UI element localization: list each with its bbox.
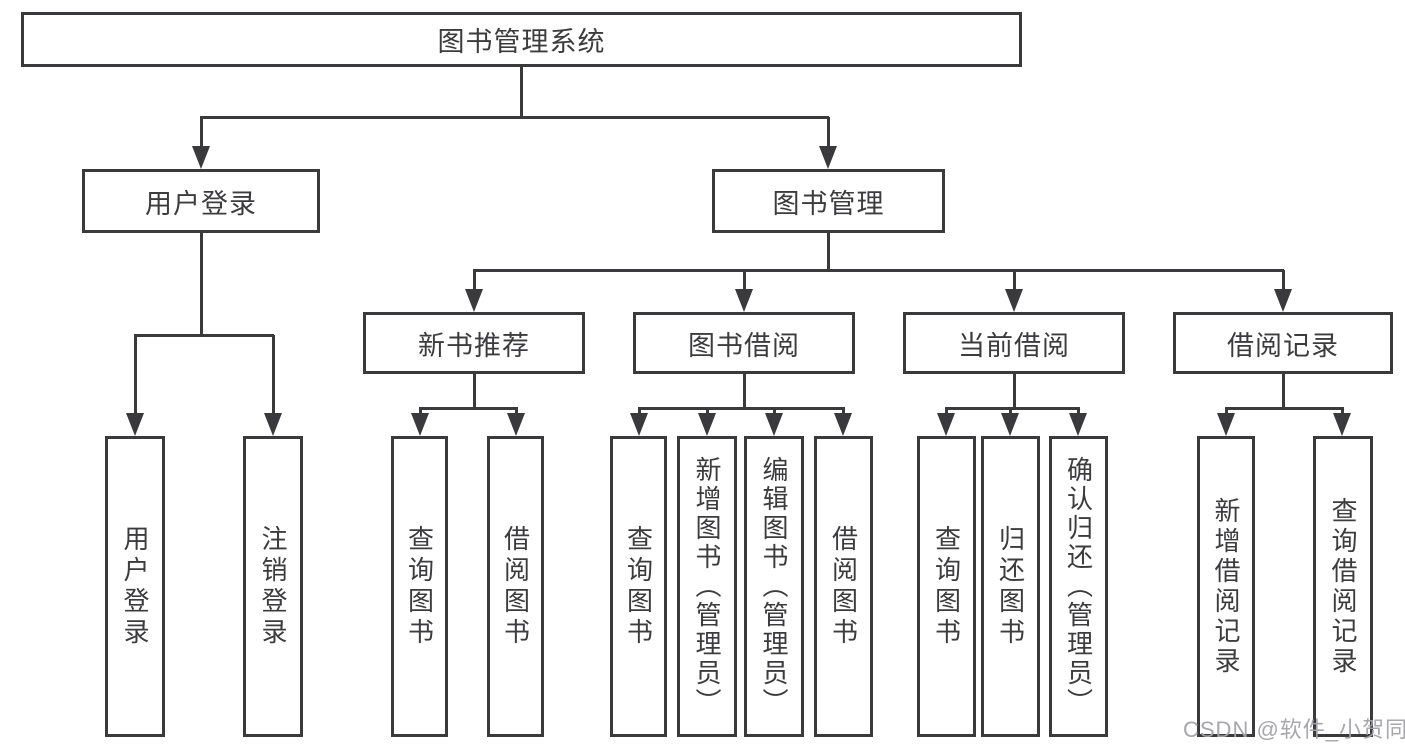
connector-line bbox=[200, 116, 829, 119]
arrow-down-icon bbox=[126, 413, 144, 436]
arrow-down-icon bbox=[735, 289, 753, 312]
leaf-add-borrow-record: 新增借阅记录 bbox=[1197, 436, 1255, 737]
connector-line bbox=[842, 407, 845, 414]
node-label: 借阅记录 bbox=[1227, 330, 1339, 361]
connector-line bbox=[1341, 407, 1344, 414]
connector-line bbox=[473, 374, 476, 408]
node-new-book-recommendation: 新书推荐 bbox=[363, 312, 585, 374]
connector-line bbox=[827, 117, 830, 146]
leaf-edit-books-admin: 编辑图书（管理员） bbox=[744, 436, 804, 737]
connector-line bbox=[1009, 407, 1012, 414]
arrow-down-icon bbox=[1217, 413, 1235, 436]
connector-line bbox=[638, 407, 845, 410]
connector-line bbox=[1077, 407, 1080, 414]
arrow-down-icon bbox=[765, 413, 783, 436]
leaf-confirm-return-admin: 确认归还（管理员） bbox=[1049, 436, 1108, 737]
arrow-down-icon bbox=[819, 146, 837, 169]
node-book-borrowing: 图书借阅 bbox=[633, 312, 855, 374]
leaf-add-books-admin: 新增图书（管理员） bbox=[677, 436, 737, 737]
connector-line bbox=[200, 233, 203, 335]
node-user-login: 用户登录 bbox=[82, 169, 320, 233]
connector-line bbox=[520, 67, 523, 117]
connector-line bbox=[473, 269, 1284, 272]
arrow-down-icon bbox=[834, 413, 852, 436]
connector-line bbox=[1225, 407, 1228, 414]
connector-line bbox=[1013, 270, 1016, 290]
connector-line bbox=[743, 374, 746, 408]
connector-line bbox=[706, 407, 709, 414]
connector-line bbox=[1225, 407, 1343, 410]
arrow-down-icon bbox=[937, 413, 955, 436]
connector-line bbox=[134, 335, 137, 413]
connector-line bbox=[419, 407, 422, 414]
arrow-down-icon bbox=[1069, 413, 1087, 436]
leaf-user-login: 用户登录 bbox=[105, 436, 165, 737]
connector-line bbox=[827, 233, 830, 270]
connector-line bbox=[134, 334, 274, 337]
csdn-watermark: CSDN @软件_小贺同学 bbox=[1183, 717, 1405, 742]
arrow-down-icon bbox=[264, 413, 282, 436]
node-label: 新书推荐 bbox=[418, 330, 530, 361]
leaf-query-books: 查询图书 bbox=[917, 436, 976, 737]
node-library-management-system: 图书管理系统 bbox=[21, 12, 1022, 67]
arrow-down-icon bbox=[507, 413, 525, 436]
node-current-borrowing: 当前借阅 bbox=[903, 312, 1125, 374]
arrow-down-icon bbox=[1333, 413, 1351, 436]
leaf-borrow-books: 借阅图书 bbox=[814, 436, 873, 737]
leaf-return-books: 归还图书 bbox=[981, 436, 1040, 737]
connector-line bbox=[200, 117, 203, 146]
arrow-down-icon bbox=[1001, 413, 1019, 436]
connector-line bbox=[419, 407, 517, 410]
leaf-borrow-books: 借阅图书 bbox=[487, 436, 544, 737]
arrow-down-icon bbox=[1005, 289, 1023, 312]
connector-line bbox=[515, 407, 518, 414]
arrow-down-icon bbox=[1274, 289, 1292, 312]
connector-line bbox=[473, 270, 476, 290]
node-label: 用户登录 bbox=[145, 188, 257, 219]
arrow-down-icon bbox=[630, 413, 648, 436]
arrow-down-icon bbox=[411, 413, 429, 436]
arrow-down-icon bbox=[192, 146, 210, 169]
node-label: 图书借阅 bbox=[688, 330, 800, 361]
node-label: 当前借阅 bbox=[958, 330, 1070, 361]
connector-line bbox=[945, 407, 1079, 410]
connector-line bbox=[743, 270, 746, 290]
node-label: 图书管理系统 bbox=[437, 27, 606, 57]
leaf-query-books: 查询图书 bbox=[610, 436, 667, 737]
connector-line bbox=[945, 407, 948, 414]
leaf-query-books: 查询图书 bbox=[391, 436, 448, 737]
arrow-down-icon bbox=[698, 413, 716, 436]
connector-line bbox=[1282, 270, 1285, 290]
connector-line bbox=[773, 407, 776, 414]
leaf-logout: 注销登录 bbox=[243, 436, 303, 737]
connector-line bbox=[638, 407, 641, 414]
connector-line bbox=[1013, 374, 1016, 408]
connector-line bbox=[1282, 374, 1285, 408]
connector-line bbox=[272, 335, 275, 413]
node-label: 图书管理 bbox=[772, 188, 885, 219]
leaf-query-borrow-record: 查询借阅记录 bbox=[1313, 436, 1373, 737]
node-book-management: 图书管理 bbox=[712, 169, 945, 233]
node-borrowing-records: 借阅记录 bbox=[1173, 312, 1393, 374]
arrow-down-icon bbox=[465, 289, 483, 312]
